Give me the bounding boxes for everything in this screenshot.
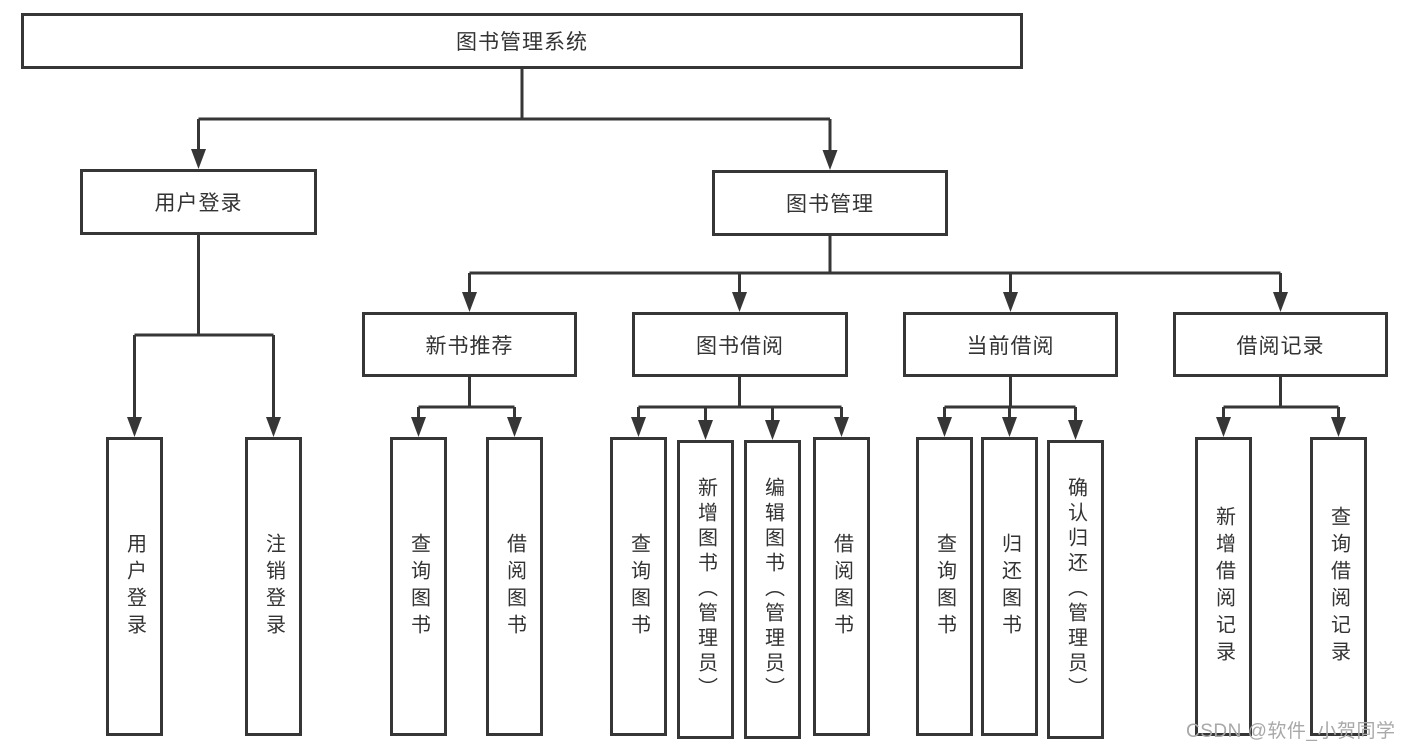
leaf-confirm-return-admin: 确认归还（管理员）	[1047, 440, 1104, 739]
leaf-borrow-books-recommend: 借阅图书	[486, 437, 543, 736]
connector-book-borrow-to-leaves	[637, 377, 843, 435]
node-new-book-recommend: 新书推荐	[362, 312, 577, 377]
node-user-login: 用户登录	[80, 169, 317, 235]
arrowheads	[127, 149, 1346, 440]
connector-root-to-level2	[197, 69, 832, 165]
node-borrow-records: 借阅记录	[1173, 312, 1388, 377]
leaf-query-books-recommend: 查询图书	[390, 437, 447, 736]
leaf-edit-book-admin: 编辑图书（管理员）	[744, 440, 801, 739]
connector-user-login-to-leaves	[133, 235, 275, 432]
leaf-return-book: 归还图书	[981, 437, 1038, 736]
connector-borrow-records-to-leaves	[1222, 377, 1340, 432]
leaf-query-books-borrow: 查询图书	[610, 437, 667, 736]
leaf-borrow-books-borrow: 借阅图书	[813, 437, 870, 736]
leaf-query-borrow-record: 查询借阅记录	[1310, 437, 1367, 736]
connector-new-book-recommend-to-leaves	[417, 377, 516, 432]
node-root-library-system: 图书管理系统	[21, 13, 1023, 69]
node-book-management: 图书管理	[712, 170, 948, 236]
connector-book-management-to-level3	[468, 236, 1282, 307]
leaf-logout: 注销登录	[245, 437, 302, 736]
leaf-add-book-admin: 新增图书（管理员）	[677, 440, 734, 739]
leaf-query-books-current: 查询图书	[916, 437, 973, 736]
node-current-borrow: 当前借阅	[903, 312, 1118, 377]
leaf-user-login: 用户登录	[106, 437, 163, 736]
node-book-borrow: 图书借阅	[632, 312, 848, 377]
csdn-watermark: CSDN @软件_小贺同学	[1186, 721, 1396, 742]
leaf-add-borrow-record: 新增借阅记录	[1195, 437, 1252, 736]
